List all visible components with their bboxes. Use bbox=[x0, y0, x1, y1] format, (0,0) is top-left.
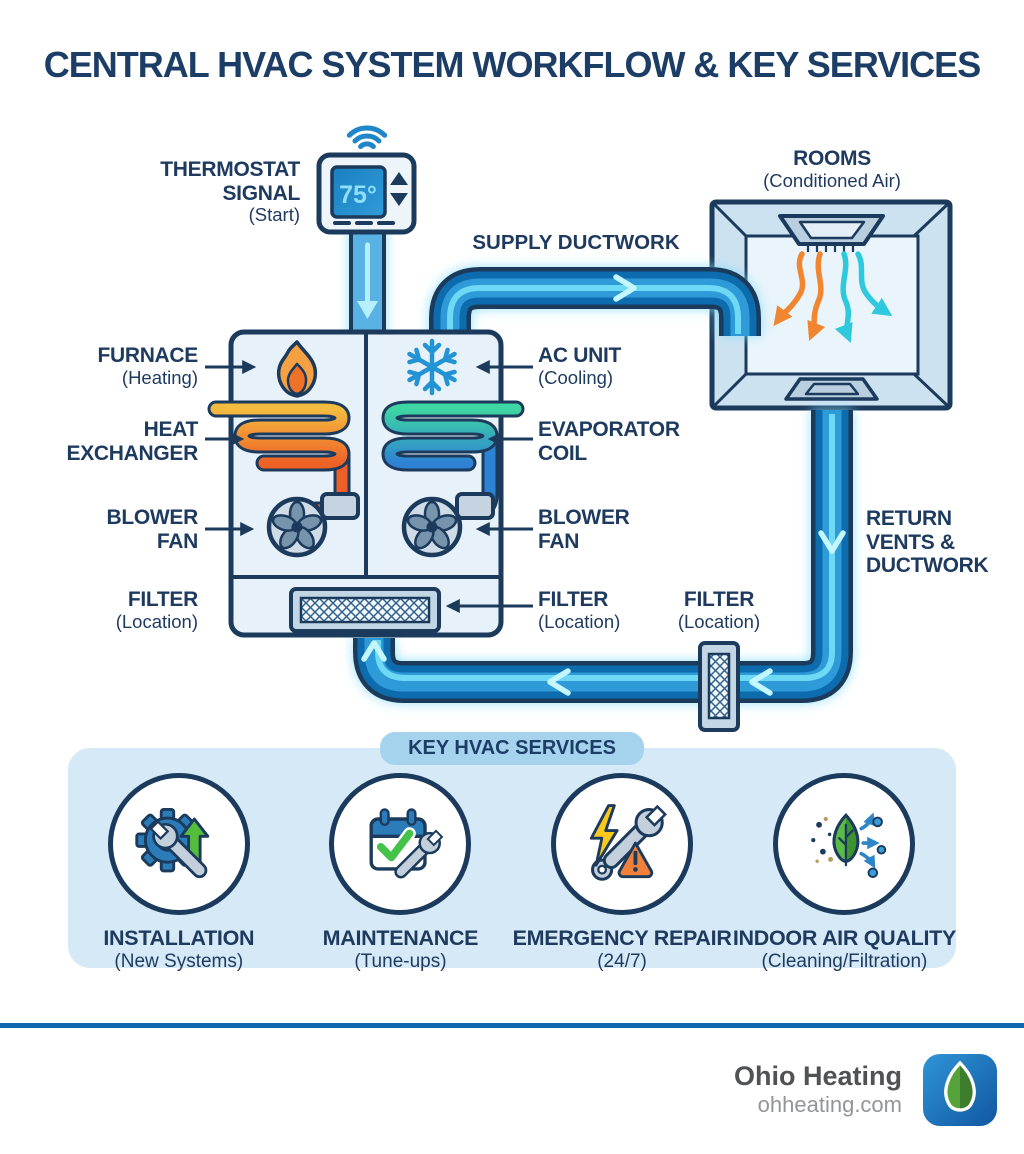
wifi-icon bbox=[346, 125, 388, 150]
hvac-unit-box bbox=[207, 329, 525, 638]
blower-fan-right-label: BLOWER FAN bbox=[538, 506, 630, 553]
supply-ductwork-label: SUPPLY DUCTWORK bbox=[472, 231, 680, 254]
service-label: EMERGENCY REPAIR bbox=[512, 926, 732, 950]
furnace-label: FURNACE (Heating) bbox=[97, 344, 198, 388]
conditioned-air-arrows bbox=[773, 251, 893, 344]
supply-duct bbox=[429, 267, 761, 340]
return-duct bbox=[353, 410, 853, 703]
brand-block: Ohio Heating ohheating.com bbox=[734, 1062, 902, 1118]
footer-divider bbox=[0, 1023, 1024, 1028]
service-item-installation: INSTALLATION (New Systems) bbox=[68, 773, 290, 973]
filter-return-label: FILTER (Location) bbox=[677, 588, 761, 632]
rooms-label: ROOMS (Conditioned Air) bbox=[763, 147, 901, 191]
hvac-workflow-diagram: 75° bbox=[205, 125, 953, 732]
page-title: CENTRAL HVAC SYSTEM WORKFLOW & KEY SERVI… bbox=[43, 44, 981, 85]
brand-logo-icon bbox=[923, 1054, 997, 1126]
filter-left-label: FILTER (Location) bbox=[115, 588, 199, 632]
ac-unit-label: AC UNIT (Cooling) bbox=[538, 344, 622, 388]
services-panel: KEY HVAC SERVICES bbox=[68, 732, 956, 972]
filter-center-label: FILTER (Location) bbox=[538, 588, 621, 632]
service-label: INDOOR AIR QUALITY bbox=[732, 926, 957, 950]
thermostat-temp: 75° bbox=[339, 181, 377, 209]
lightning-wrench-warning-icon bbox=[551, 773, 694, 915]
room-box bbox=[709, 199, 953, 411]
service-label: INSTALLATION bbox=[103, 926, 255, 950]
floor-vent-icon bbox=[784, 377, 879, 401]
evaporator-coil-label: EVAPORATOR COIL bbox=[538, 418, 680, 465]
service-sub: (Tune-ups) bbox=[354, 951, 447, 972]
services-header-text: KEY HVAC SERVICES bbox=[408, 737, 616, 759]
blower-fan-left-label: BLOWER FAN bbox=[106, 506, 198, 553]
thermostat-signal-pipe bbox=[349, 226, 386, 340]
service-item-maintenance: MAINTENANCE (Tune-ups) bbox=[290, 773, 512, 973]
heat-exchanger-label: HEAT EXCHANGER bbox=[66, 418, 199, 465]
service-item-indoor-air-quality: INDOOR AIR QUALITY (Cleaning/Filtration) bbox=[733, 773, 956, 973]
gear-wrench-upgrade-icon bbox=[107, 773, 250, 915]
service-sub: (24/7) bbox=[597, 951, 647, 972]
service-sub: (New Systems) bbox=[114, 951, 244, 972]
thermostat-icon: 75° bbox=[316, 125, 417, 235]
brand-name: Ohio Heating bbox=[734, 1061, 902, 1091]
return-ductwork-label: RETURN VENTS & DUCTWORK bbox=[866, 507, 989, 578]
unit-filter-icon bbox=[289, 587, 441, 633]
blower-fan-right-icon bbox=[401, 492, 495, 558]
ceiling-vent-icon bbox=[778, 214, 885, 252]
services-header: KEY HVAC SERVICES bbox=[380, 732, 644, 765]
label-pointer-arrows bbox=[205, 360, 533, 613]
service-label: MAINTENANCE bbox=[322, 926, 479, 950]
thermostat-buttons-icon bbox=[390, 172, 408, 206]
calendar-check-wrench-icon bbox=[329, 773, 472, 915]
blower-fan-left-icon bbox=[266, 492, 360, 558]
thermostat-label: THERMOSTAT SIGNAL (Start) bbox=[160, 158, 300, 226]
leaf-air-particles-icon bbox=[773, 773, 916, 915]
service-sub: (Cleaning/Filtration) bbox=[761, 951, 928, 972]
brand-website: ohheating.com bbox=[757, 1092, 902, 1118]
snowflake-icon bbox=[407, 338, 457, 396]
service-item-emergency-repair: EMERGENCY REPAIR (24/7) bbox=[511, 773, 733, 973]
return-filter-icon bbox=[698, 641, 740, 732]
flame-icon bbox=[276, 340, 318, 398]
